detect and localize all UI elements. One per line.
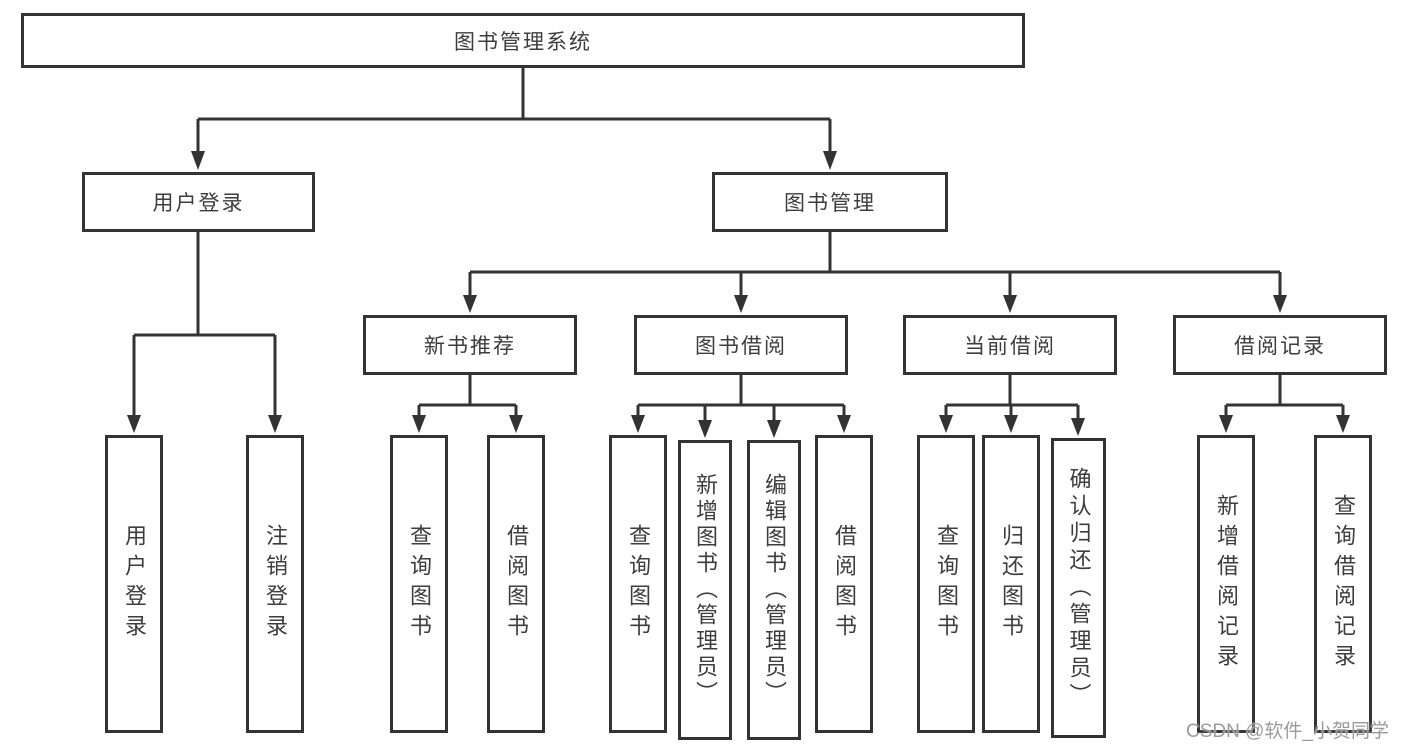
node-current-borrow: 当前借阅 — [903, 315, 1117, 375]
node-label: 借阅图书 — [504, 524, 529, 644]
node-label: 新增图书（管理员） — [693, 473, 718, 707]
leaf-return-books: 归还图书 — [982, 435, 1040, 733]
csdn-watermark: CSDN @软件_小贺同学 — [1186, 721, 1389, 742]
node-label: 用户登录 — [122, 524, 147, 644]
node-label: 新增借阅记录 — [1214, 494, 1239, 674]
node-label: 新书推荐 — [424, 335, 516, 358]
node-borrow-records: 借阅记录 — [1173, 315, 1387, 375]
leaf-borrow-books: 借阅图书 — [815, 435, 873, 733]
node-label: 查询借阅记录 — [1331, 494, 1356, 674]
node-label: 查询图书 — [626, 524, 651, 644]
node-root-system: 图书管理系统 — [21, 13, 1025, 68]
node-label: 借阅图书 — [832, 524, 857, 644]
node-label: 用户登录 — [152, 192, 245, 215]
node-user-login-branch: 用户登录 — [82, 172, 315, 232]
leaf-add-borrow-record: 新增借阅记录 — [1197, 435, 1255, 733]
leaf-query-books-borrow: 查询图书 — [609, 435, 667, 733]
node-label: 图书管理系统 — [454, 30, 592, 54]
leaf-logout: 注销登录 — [246, 435, 304, 733]
node-label: 当前借阅 — [964, 335, 1056, 358]
node-book-borrow: 图书借阅 — [634, 315, 848, 375]
node-label: 归还图书 — [999, 524, 1024, 644]
node-new-book-recommend: 新书推荐 — [363, 315, 577, 375]
node-label: 注销登录 — [263, 524, 288, 644]
node-label: 图书借阅 — [695, 335, 787, 358]
node-label: 编辑图书（管理员） — [762, 473, 787, 707]
leaf-query-books-current: 查询图书 — [917, 435, 975, 733]
leaf-borrow-books-recommend: 借阅图书 — [487, 435, 545, 733]
leaf-query-books-recommend: 查询图书 — [390, 435, 448, 733]
node-book-management-branch: 图书管理 — [712, 172, 948, 232]
leaf-query-borrow-record: 查询借阅记录 — [1314, 435, 1372, 733]
leaf-edit-books-admin: 编辑图书（管理员） — [747, 440, 801, 740]
node-label: 确认归还（管理员） — [1066, 466, 1092, 710]
leaf-add-books-admin: 新增图书（管理员） — [678, 440, 732, 740]
node-label: 查询图书 — [407, 524, 432, 644]
leaf-user-login: 用户登录 — [105, 435, 163, 733]
node-label: 图书管理 — [784, 192, 876, 215]
node-label: 查询图书 — [934, 524, 959, 644]
node-label: 借阅记录 — [1234, 335, 1326, 358]
leaf-confirm-return-admin: 确认归还（管理员） — [1051, 438, 1106, 738]
